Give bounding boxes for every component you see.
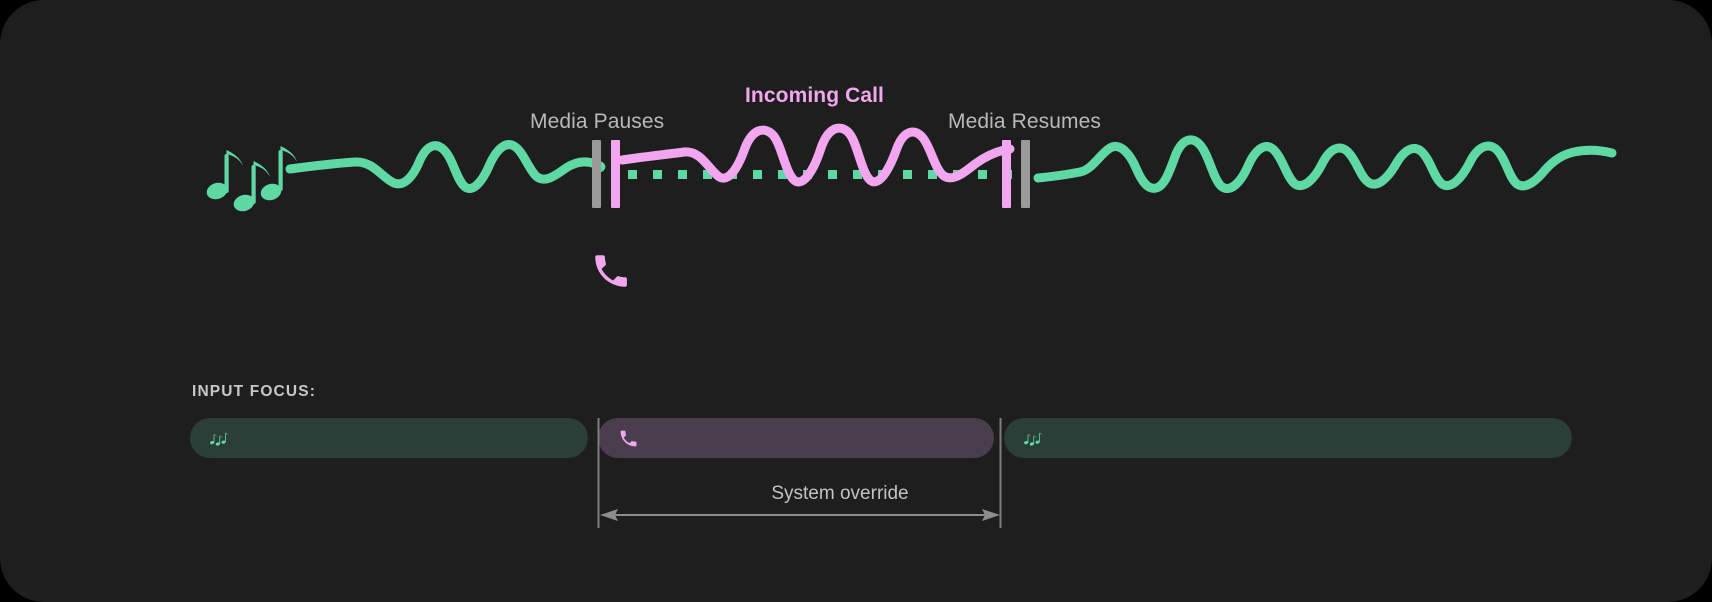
phone-icon [618,428,639,449]
waveform-incoming-call [617,123,1015,187]
label-incoming-call: Incoming Call [745,84,884,107]
focus-bar-media-2[interactable] [1004,418,1572,458]
label-media-pauses: Media Pauses [530,110,665,133]
waveform-media-before [285,140,606,193]
label-media-resumes: Media Resumes [948,110,1102,133]
resume-marker-pink [1002,140,1011,208]
resume-marker-gray [1021,140,1030,208]
focus-bar-media-1[interactable] [190,418,588,458]
waveform-media-after [1033,135,1617,193]
input-focus-label: INPUT FOCUS: [192,383,317,400]
audio-timeline-waveform [206,123,1617,212]
override-arrow-head-left [600,509,618,521]
music-notes-icon [206,146,297,212]
pause-marker-gray [592,140,601,208]
focus-bar-call[interactable] [598,418,994,458]
phone-icon [595,255,627,287]
system-override-bracket [597,418,1002,528]
override-arrow-head-right [982,509,1000,521]
pause-marker-pink [611,140,620,208]
music-notes-icon [1024,429,1046,448]
music-notes-icon [210,429,232,448]
